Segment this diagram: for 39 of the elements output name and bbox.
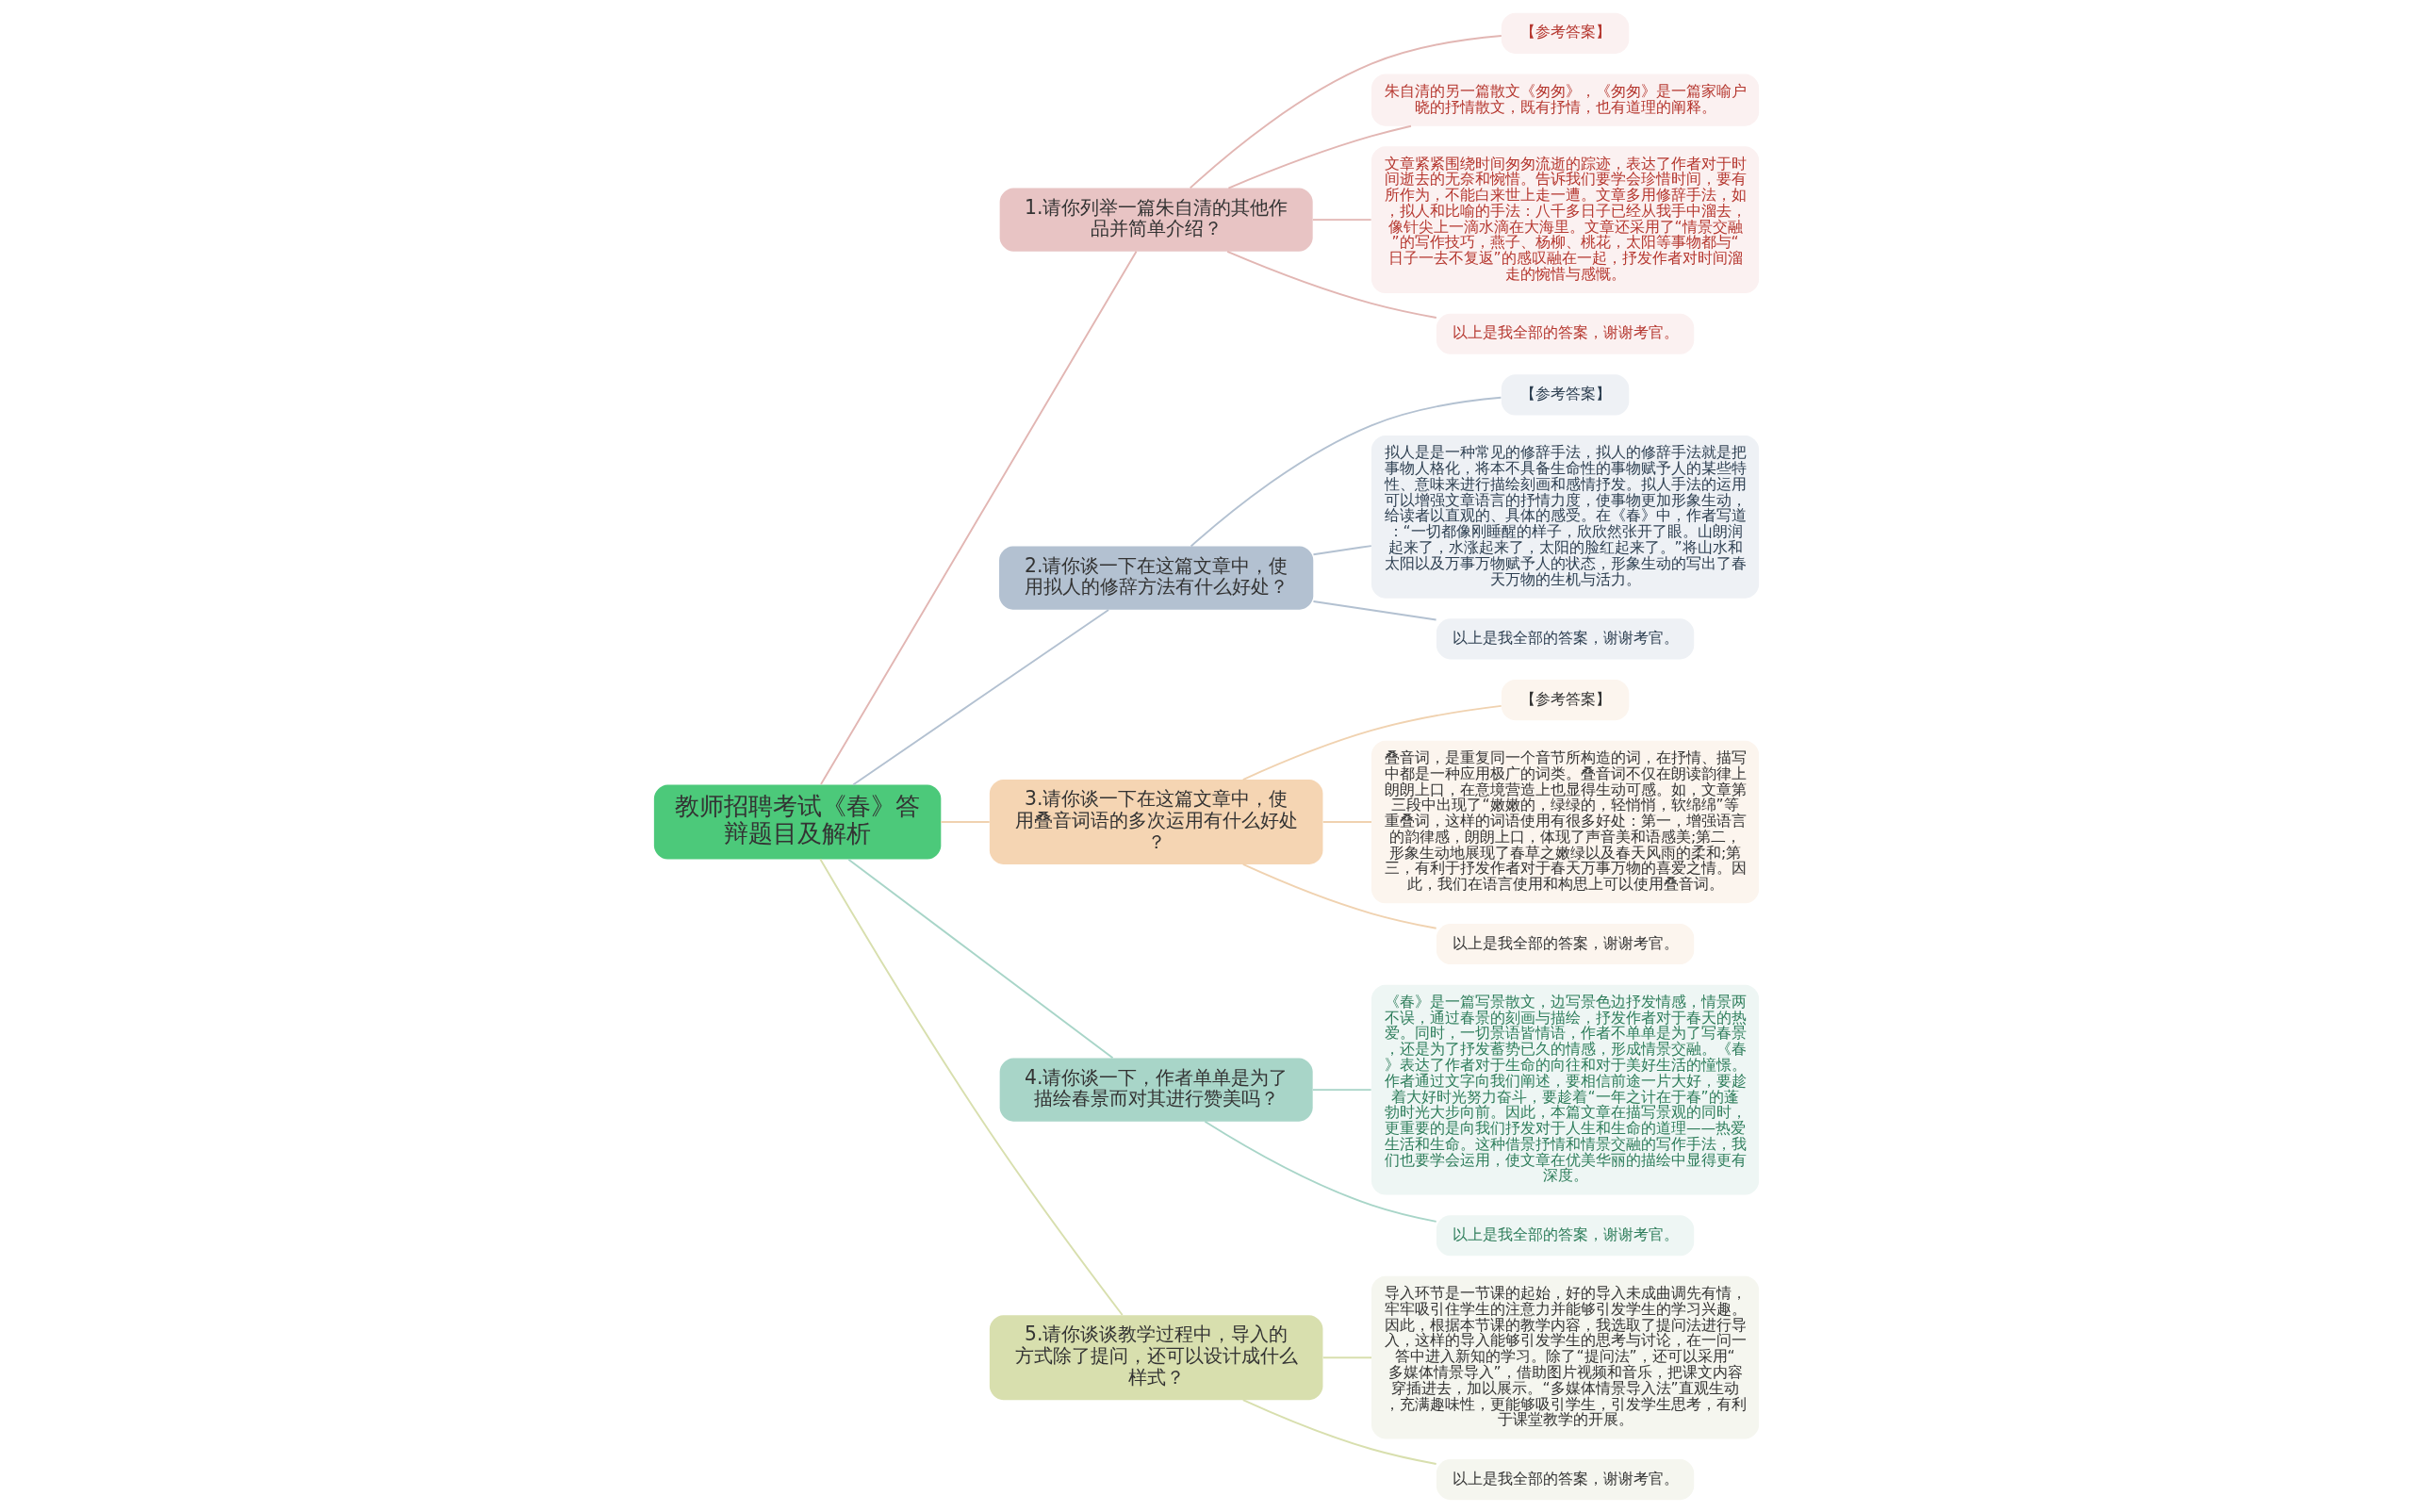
- connector: [1226, 250, 1437, 319]
- node-box: 文章紧紧围绕时间匆匆流逝的踪迹，表达了作者对于时间逝去的无奈和惋惜。告诉我们要学会珍惜时间，要有所作为，不能白来世上走一遭。文章多用修辞手法，如，拟人和比喻的手法：八千多日子已经从我手中溜去，像针尖上一滴水滴在大海里。文章还采用了“情景交融”的写作技巧，燕子、杨柳、桃花，太阳等事物都与“日子一去不复返”的感叹融在一起，抒发作者对时间溜走的惋惜与感慨。: [1371, 145, 1760, 293]
- node-box: 导入环节是一节课的起始，好的导入未成曲调先有情，牢牢吸引住学生的注意力并能够引发学生的学习兴趣。因此，根据本节课的教学内容，我选取了提问法进行导入，这样的导入能够引发学生的思考与讨论，在一问一答中进入新知的学习。除了“提问法”，还可以采用“多媒体情景导入”，借助图片视频和音乐，把课文内容穿插进去，加以展示。“多媒体情景导入法”直观生动，充满趣味性，更能够吸引学生，引发学生思考，有利于课堂教学的开展。: [1371, 1275, 1760, 1438]
- node-box: 1.请你列举一篇朱自清的其他作品并简单介绍？: [999, 188, 1313, 252]
- connector: [1241, 1398, 1437, 1465]
- connector: [820, 250, 1138, 785]
- connector: [1241, 863, 1437, 929]
- connector: [1311, 218, 1372, 221]
- connector: [1204, 1120, 1437, 1223]
- connector: [1189, 34, 1502, 189]
- node-box: 以上是我全部的答案，谢谢考官。: [1436, 923, 1695, 964]
- node-box: 3.请你谈一下在这篇文章中，使用叠音词语的多次运用有什么好处？: [989, 779, 1323, 864]
- node-box: 以上是我全部的答案，谢谢考官。: [1436, 313, 1695, 354]
- connector: [847, 858, 1114, 1059]
- node-box: 2.请你谈一下在这篇文章中，使用拟人的修辞方法有什么好处？: [999, 546, 1314, 610]
- connector: [1312, 600, 1437, 620]
- node-box: 5.请你谈谈教学过程中，导入的方式除了提问，还可以设计成什么样式？: [989, 1314, 1323, 1400]
- node-box: 以上是我全部的答案，谢谢考官。: [1436, 1458, 1695, 1500]
- node-box: 《春》是一篇写景散文，边写景色边抒发情感，情景两不误，通过春景的刻画与描绘，抒发作者对于春天的热爱。同时，一切景语皆情语，作者不单单是为了写春景，还是为了抒发蓄势已久的情感，形成情景交融。《春》表达了作者对于生命的向往和对于美好生活的憧憬。作者通过文字向我们阐述，要相信前途一片大好，要趁着大好时光努力奋斗，要趁着“一年之计在于春”的蓬勃时光大步向前。因此，本篇文章在描写景观的同时，更重要的是向我们抒发对于人生和生命的道理——热爱生活和生命。这种借景抒情和情景交融的写作手法，我们也要学会运用，使文章在优美华丽的描绘中显得更有深度。: [1371, 984, 1760, 1195]
- connector: [852, 608, 1110, 785]
- connector: [1321, 1356, 1372, 1358]
- connector: [1311, 1088, 1372, 1091]
- connector: [1241, 704, 1502, 781]
- connector: [1190, 396, 1502, 547]
- node-box: 朱自清的另一篇散文《匆匆》，《匆匆》是一篇家喻户晓的抒情散文，既有抒情，也有道理的阐释。: [1371, 74, 1760, 126]
- node-box: 4.请你谈一下，作者单单是为了描绘春景而对其进行赞美吗？: [999, 1058, 1313, 1122]
- node-box: 【参考答案】: [1501, 12, 1630, 54]
- connector: [1321, 820, 1372, 823]
- node-box: 【参考答案】: [1501, 373, 1630, 415]
- node-box: 【参考答案】: [1501, 679, 1630, 720]
- node-box: 拟人是是一种常见的修辞手法，拟人的修辞手法就是把事物人格化，将本不具备生命性的事物赋予人的某些特性、意味来进行描绘刻画和感情抒发。拟人手法的运用可以增强文章语言的抒情力度，使事物更加形象生动，给读者以直观的、具体的感受。在《春》中，作者写道：“一切都像刚睡醒的样子，欣欣然张开了眼。山朗润起来了，水涨起来了，太阳的脸红起来了。”将山水和太阳以及万事万物赋予人的状态，形象生动的写出了春天万物的生机与活力。: [1371, 435, 1760, 599]
- connector: [940, 820, 991, 823]
- node-box: 以上是我全部的答案，谢谢考官。: [1436, 1214, 1695, 1256]
- connector: [1312, 544, 1372, 555]
- node-box: 以上是我全部的答案，谢谢考官。: [1436, 617, 1695, 659]
- node-box: 叠音词，是重复同一个音节所构造的词，在抒情、描写中都是一种应用极广的词类。叠音词不仅在朗读韵律上朗朗上口，在意境营造上也显得生动可感。如，文章第三段中出现了“嫩嫩的，绿绿的，轻悄悄，软绵绵”等重叠词，这样的词语使用有很多好处：第一，增强语言的韵律感，朗朗上口，体现了声音美和语感美;第二，形象生动地展现了春草之嫩绿以及春天风雨的柔和;第三，有利于抒发作者对于春天万事万物的喜爱之情。因此，我们在语言使用和构思上可以使用叠音词。: [1371, 740, 1760, 903]
- connector: [819, 858, 1124, 1316]
- connector: [1227, 124, 1412, 189]
- node-box: 教师招聘考试《春》答辩题目及解析: [653, 783, 942, 860]
